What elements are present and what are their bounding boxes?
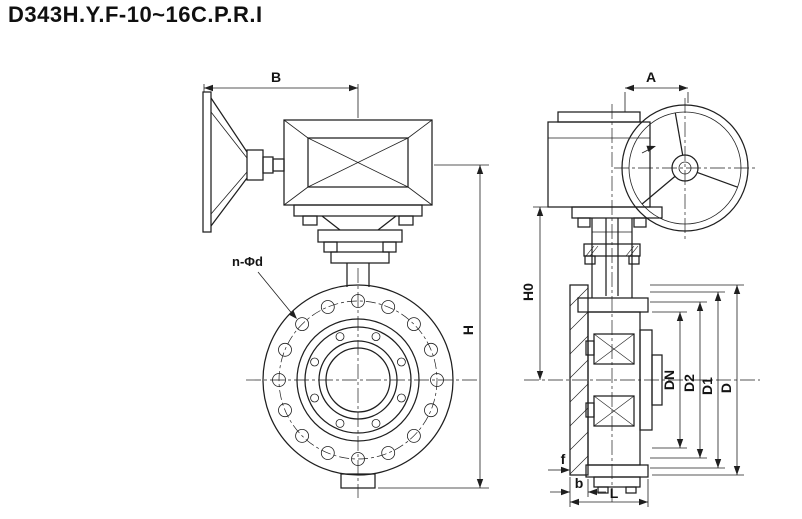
flange-nut-left [323, 241, 338, 253]
gearbox-housing-side [547, 121, 651, 208]
front-view: B [202, 69, 489, 498]
valve-body-side [569, 284, 663, 476]
dim-label-D1: D1 [699, 377, 715, 395]
dim-label-D2: D2 [681, 374, 697, 392]
dimension-DN: DN [661, 312, 684, 448]
dimension-D1: D1 [699, 292, 722, 468]
yoke-and-stem [317, 215, 403, 287]
flange-hatching [569, 287, 589, 475]
base-bolt-left [302, 215, 318, 226]
base-plate [293, 204, 423, 217]
side-view: A [520, 69, 760, 507]
dim-label-H: H [460, 325, 476, 335]
dimension-D2: D2 [681, 302, 704, 458]
bottom-cover-plate [585, 464, 649, 478]
cover-bolt-left [597, 486, 609, 494]
dim-label-A: A [646, 69, 656, 85]
flange-nut-right [382, 241, 397, 253]
hub-bolt-holes [310, 332, 406, 428]
dim-label-B: B [271, 69, 281, 85]
handwheel-front-view [621, 104, 749, 232]
dim-label-L: L [610, 485, 619, 501]
packing-gland-flange [583, 243, 641, 257]
handwheel-edge-view [202, 91, 285, 233]
handwheel-shaft-bore [678, 161, 692, 175]
dimension-B: B [203, 69, 359, 118]
drawing-title: D343H.Y.F-10~16C.P.R.I [8, 2, 263, 27]
handwheel-rim-outer [621, 104, 749, 232]
valve-neck [583, 218, 641, 298]
dimension-L: L [570, 479, 649, 507]
callout-label-n-phi-d: n-Φd [232, 254, 263, 269]
rotation-direction-arrow [641, 142, 657, 154]
gland-nut-left [584, 255, 596, 265]
diameter-dimensions: DN D2 D1 D [650, 284, 744, 476]
dimension-D: D [718, 285, 741, 475]
dimension-f: f [548, 451, 570, 474]
bottom-cover-cap [593, 476, 641, 488]
gearbox-base [293, 204, 423, 226]
seat-step-2 [651, 354, 663, 406]
base-bolt-right [398, 215, 414, 226]
valve-body-front [246, 268, 480, 498]
bolt-hole-callout: n-Φd [232, 254, 300, 322]
actuator-mounting-plate [571, 206, 663, 228]
mount-bolt-left [577, 217, 591, 228]
bottom-dimensions: f b L [548, 451, 649, 507]
side-view-centerlines [524, 98, 760, 502]
dim-label-f: f [561, 451, 566, 467]
dim-label-DN: DN [661, 370, 677, 390]
bottom-cover [585, 464, 649, 494]
gearbox-cap [557, 111, 641, 123]
stem-flange-upper [317, 229, 403, 243]
dim-label-b: b [575, 475, 584, 491]
gearbox-face [307, 137, 409, 188]
shaft-nut [272, 158, 285, 172]
handwheel-hub [246, 149, 264, 181]
body-main [587, 311, 641, 466]
handwheel-rim-inner [628, 111, 742, 225]
handwheel-rim [202, 91, 212, 233]
mount-bolt-right [633, 217, 647, 228]
shaft-boss-lower [585, 395, 635, 427]
gearbox-front-view [283, 119, 433, 206]
input-shaft [262, 156, 274, 174]
dimension-H0: H0 [520, 206, 568, 380]
dim-label-D: D [718, 383, 734, 393]
cover-bolt-right [625, 486, 637, 494]
handwheel-hub-front [671, 154, 699, 182]
dim-label-H0: H0 [520, 283, 536, 301]
dimension-H: H [378, 164, 489, 489]
dimension-A: A [624, 69, 689, 112]
gland-nut-right [628, 255, 640, 265]
stem-flange-lower [330, 251, 390, 264]
shaft-boss-upper [585, 333, 635, 365]
flange-bolt-holes [272, 294, 444, 466]
dimension-b: b [550, 475, 606, 507]
